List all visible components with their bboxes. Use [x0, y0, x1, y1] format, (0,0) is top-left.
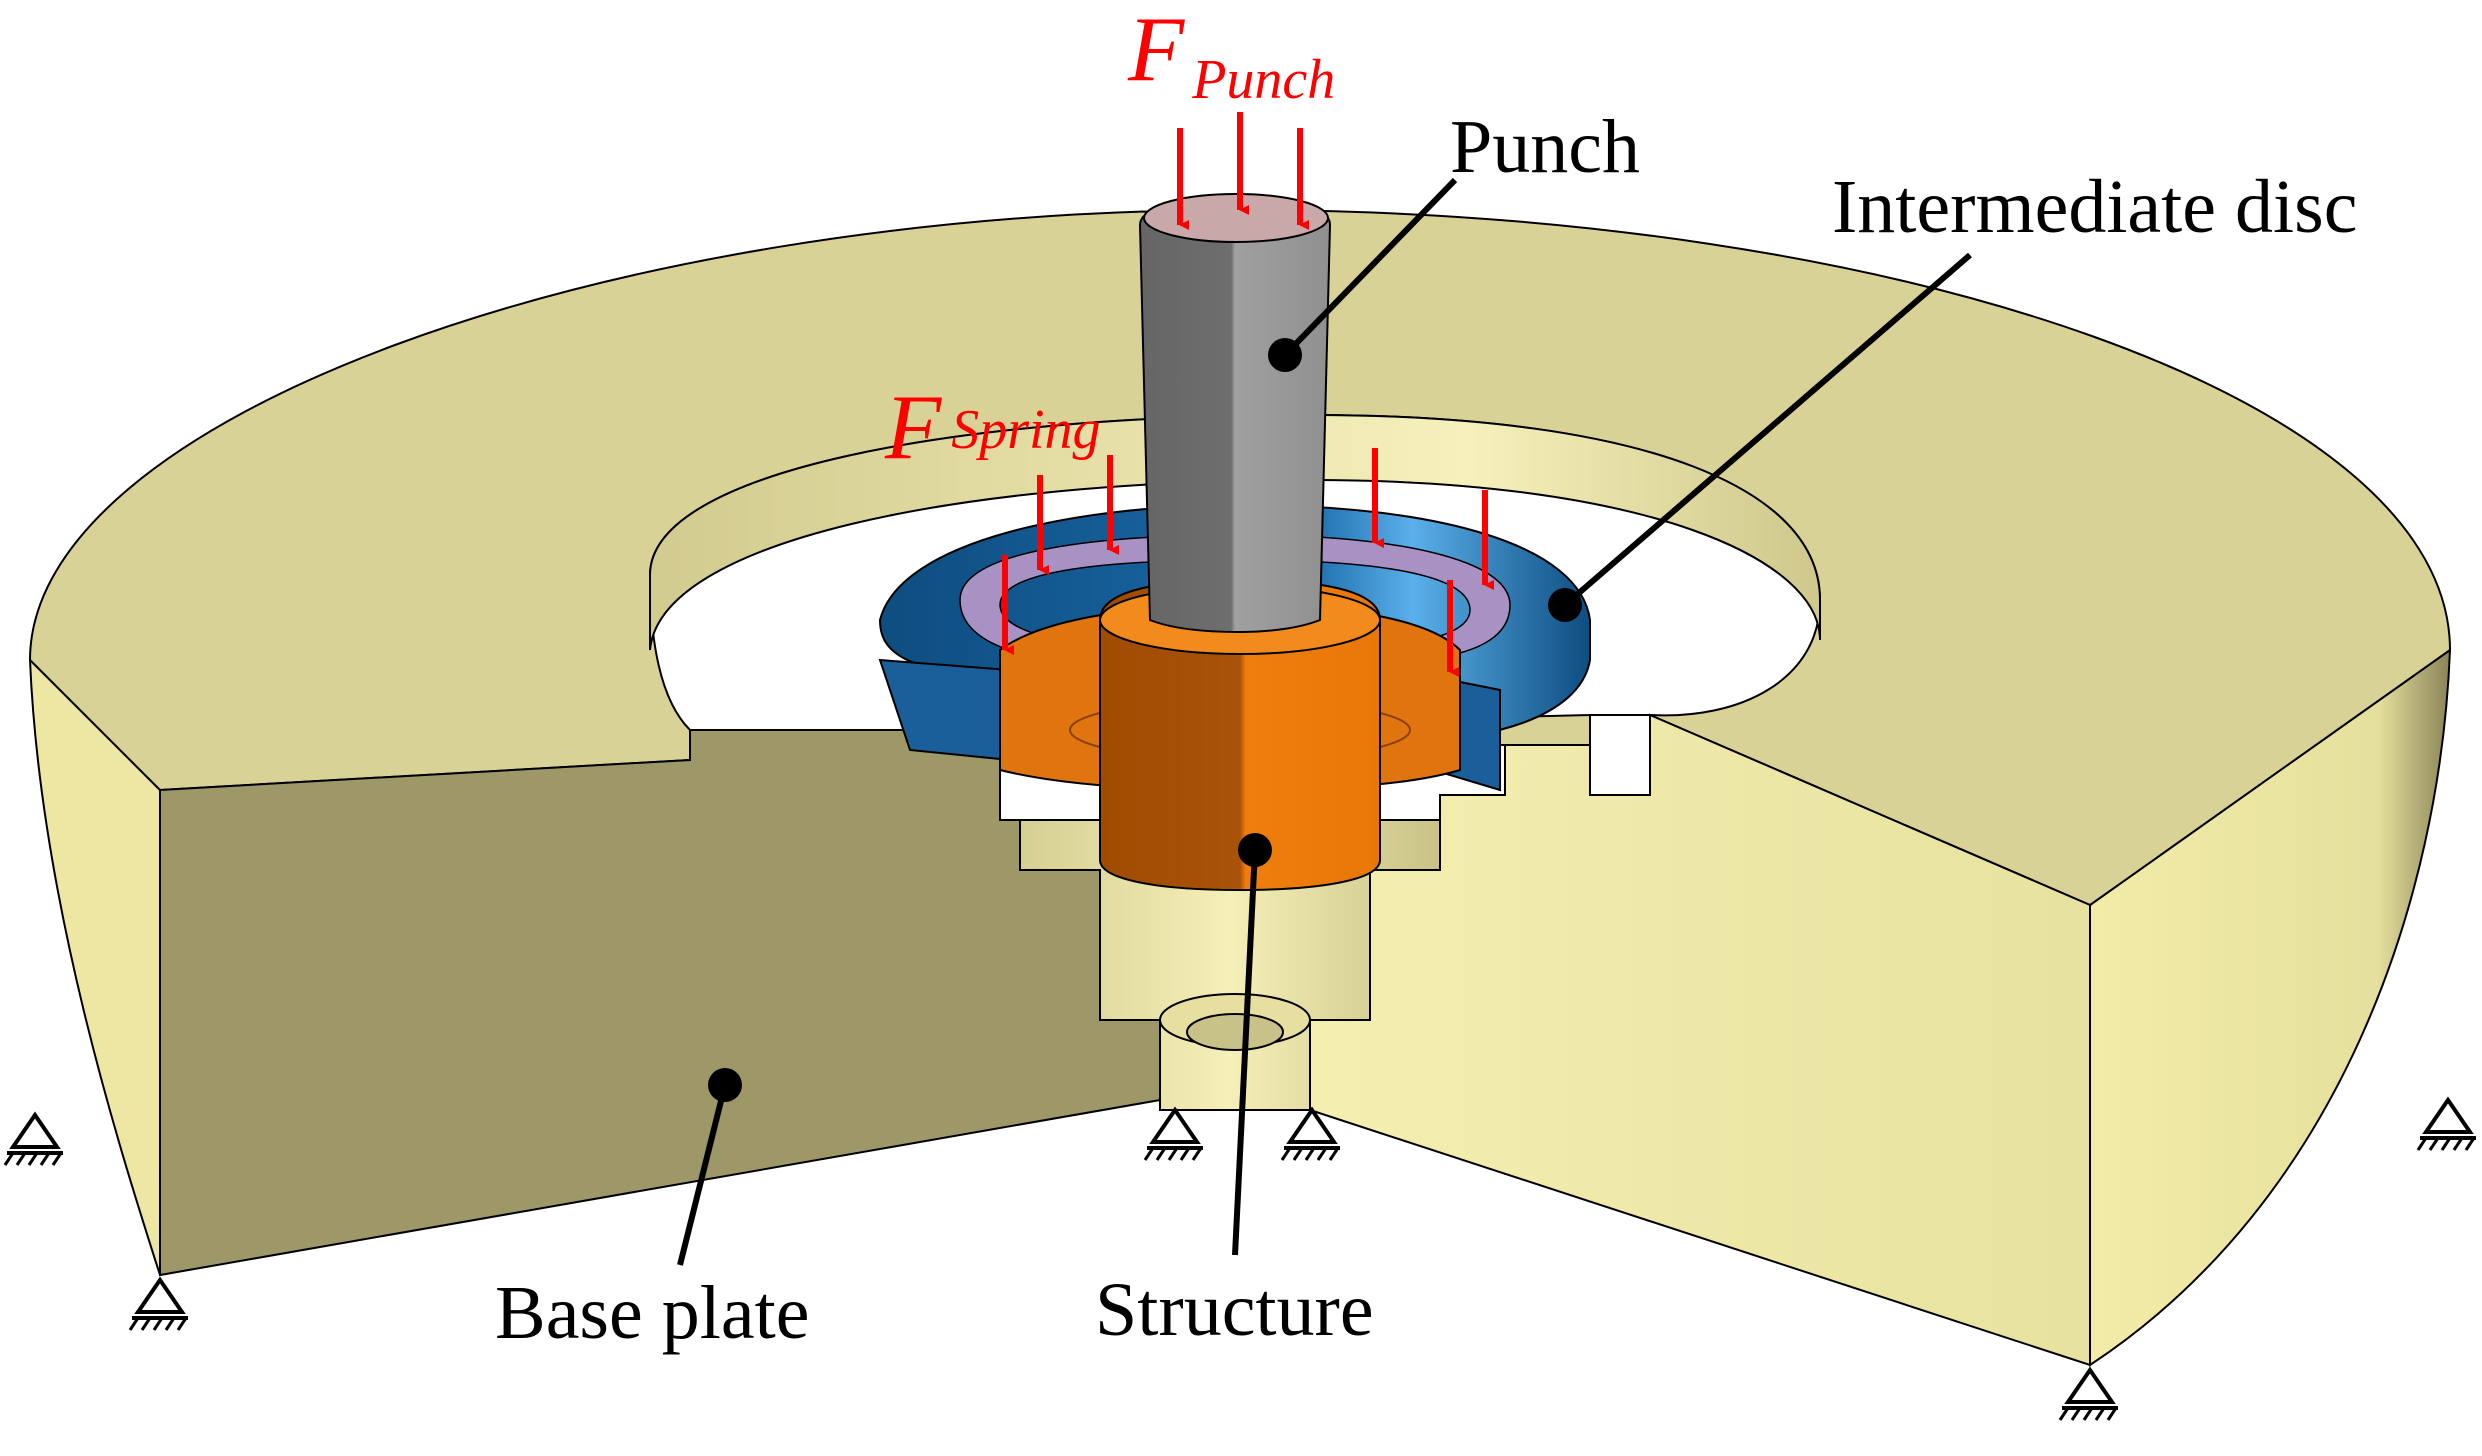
support-icon: [2058, 1368, 2120, 1422]
punch-leader: [1282, 177, 1458, 358]
base-plate-bore-hole: [1186, 1013, 1284, 1051]
base-plate-leader: [677, 1084, 728, 1266]
leader-dot-icon: [1268, 338, 1302, 372]
base-plate-recess-wall: [649, 413, 1821, 651]
base-plate: [28, 208, 2452, 1367]
punch-top-face: [1143, 193, 1329, 243]
leader-lines: [677, 177, 1972, 1266]
leader-dot-icon: [1238, 833, 1272, 867]
spring-force-subscript: Spring: [951, 399, 1100, 461]
punch-label: Punch: [1450, 105, 1640, 189]
leader-dot-icon: [708, 1068, 742, 1102]
punch-force-label: F Punch: [1127, 0, 1335, 111]
punch-force-symbol: F: [1127, 0, 1185, 100]
structure-leader: [1232, 849, 1258, 1256]
spring-force-label: F Spring: [884, 376, 1101, 478]
intermediate-disc-leader: [1563, 252, 1972, 608]
punch-body: [1138, 196, 1332, 634]
intermediate-disc-label: Intermediate disc: [1832, 165, 2357, 249]
structure: [999, 578, 1461, 892]
base-plate-outer-side-right: [2089, 648, 2452, 1367]
support-icon: [128, 1278, 190, 1332]
structure-label: Structure: [1095, 1268, 1374, 1352]
support-icon: [2416, 1098, 2478, 1152]
leader-dot-icon: [1548, 588, 1582, 622]
support-icon: [1143, 1108, 1205, 1162]
punch: [1138, 193, 1332, 634]
base-plate-outer-side-left: [28, 657, 161, 1276]
spring-force-symbol: F: [884, 376, 942, 478]
punch-force-subscript: Punch: [1191, 49, 1335, 111]
base-plate-label: Base plate: [495, 1271, 809, 1355]
base-plate-cut-face-left: [159, 729, 1161, 1277]
support-icon: [3, 1113, 65, 1167]
punch-force-arrows: [1177, 112, 1309, 230]
spring-force-arrows: [1002, 448, 1494, 677]
